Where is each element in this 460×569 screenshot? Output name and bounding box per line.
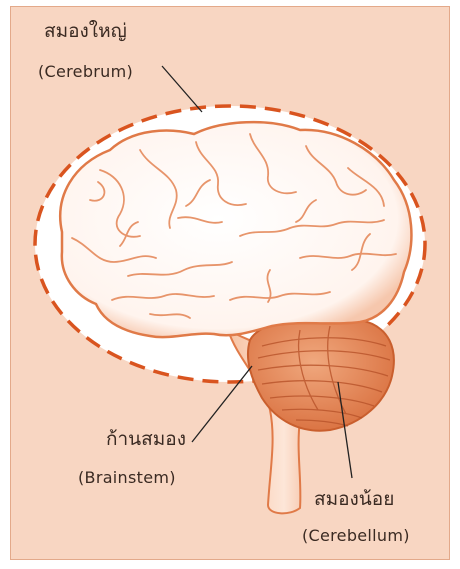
cerebellum-thai-label: สมองน้อย — [314, 488, 394, 512]
brainstem-english-label: (Brainstem) — [78, 468, 176, 488]
cerebrum-leader-line — [162, 66, 202, 112]
cerebrum-english-label: (Cerebrum) — [38, 62, 133, 82]
cerebrum-thai-label: สมองใหญ่ — [44, 20, 127, 44]
brainstem-thai-label: ก้านสมอง — [106, 428, 186, 452]
cerebellum-english-label: (Cerebellum) — [302, 526, 410, 546]
cerebrum-shape — [60, 122, 411, 337]
